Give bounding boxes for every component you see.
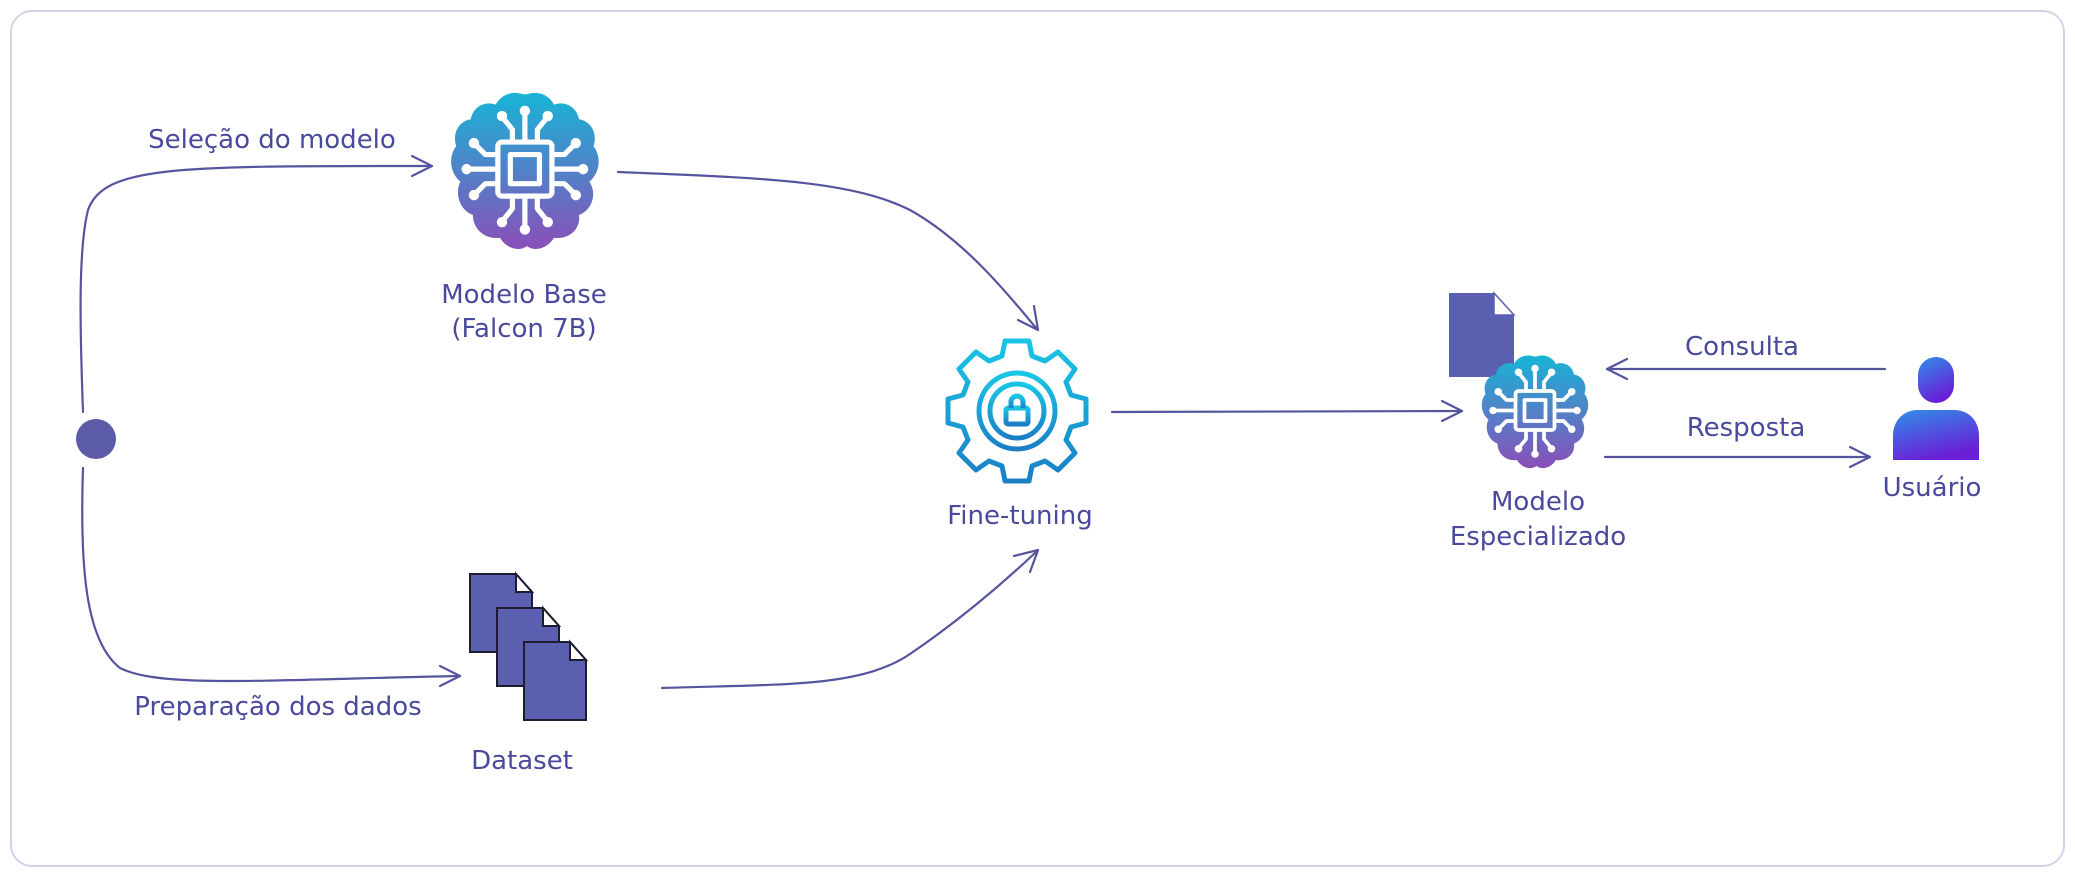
brain-chip-icon: [451, 93, 599, 249]
edge-label-response: Resposta: [1687, 413, 1806, 443]
user-icon: [1893, 357, 1979, 460]
dataset-label: Dataset: [471, 746, 573, 776]
gear-lock-icon: [945, 338, 1089, 484]
edge-dataset-to-finetuning: [660, 548, 1040, 690]
edge-label-data-preparation: Preparação dos dados: [134, 692, 421, 722]
fine-tuning-label: Fine-tuning: [947, 501, 1093, 531]
edge-finetuning-to-specialized: [1110, 399, 1464, 423]
start-dot: [76, 419, 116, 459]
edge-label-query: Consulta: [1685, 332, 1799, 362]
base-model-label: Modelo Base: [441, 280, 607, 310]
edge-label-model-selection: Seleção do modelo: [148, 125, 396, 155]
specialized-model-icon: [1449, 291, 1591, 470]
user-label: Usuário: [1883, 473, 1982, 503]
edge-response: [1603, 445, 1872, 469]
specialized-model-label: Modelo: [1491, 487, 1585, 517]
specialized-model-sublabel: Especializado: [1450, 522, 1626, 552]
brain-chip-icon: [1479, 353, 1591, 470]
documents-icon: [469, 573, 587, 721]
base-model-sublabel: (Falcon 7B): [451, 314, 596, 344]
diagram-frame: [10, 10, 2065, 867]
edge-data-preparation: [81, 466, 462, 688]
document-icon: [1449, 291, 1516, 377]
edge-base-to-finetuning: [616, 170, 1040, 332]
edge-model-selection: [79, 154, 434, 414]
edge-query: [1605, 357, 1887, 381]
